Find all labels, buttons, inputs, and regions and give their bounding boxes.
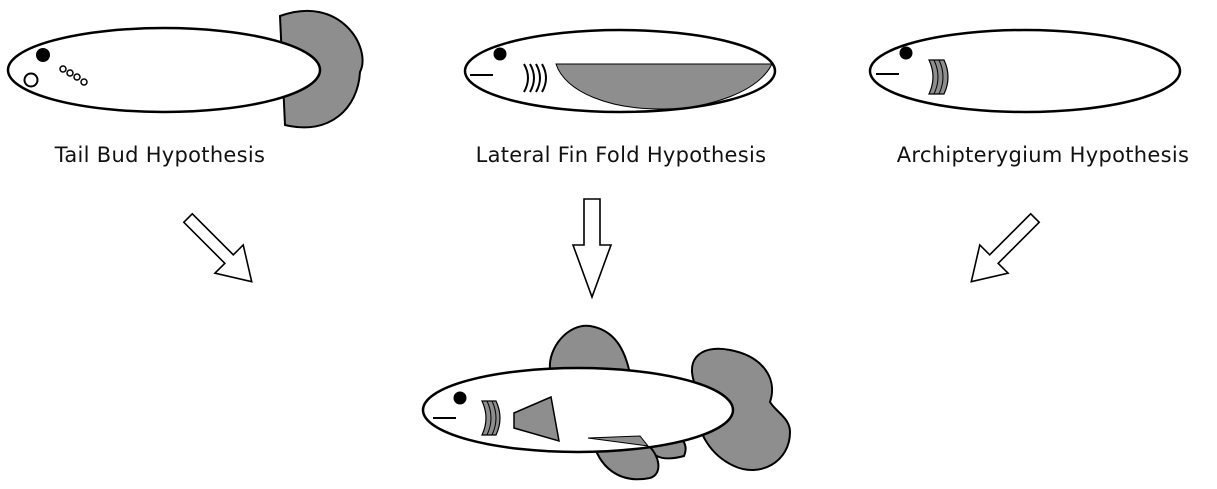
derived-fish xyxy=(423,326,790,479)
tail-bud-body xyxy=(8,28,320,112)
archipterygium-eye xyxy=(900,47,913,60)
archipterygium-body xyxy=(870,30,1180,112)
archipterygium-fish xyxy=(870,30,1180,112)
tail-bud-eye xyxy=(36,48,50,62)
tail-bud-open-circle xyxy=(25,74,38,87)
derived-dorsal-fin xyxy=(550,326,630,374)
tail-bud-label: Tail Bud Hypothesis xyxy=(54,143,266,167)
tail-bud-fish xyxy=(8,11,362,128)
lateral-fin-fold-eye xyxy=(494,48,507,61)
archipterygium-label: Archipterygium Hypothesis xyxy=(897,143,1189,167)
lateral-fin-fold-label: Lateral Fin Fold Hypothesis xyxy=(476,143,767,167)
diagonal-arrow-down-left-icon xyxy=(957,204,1049,296)
derived-fish-body xyxy=(423,368,733,452)
diagonal-arrow-down-right-icon xyxy=(174,204,266,296)
lateral-fin-fold-fish xyxy=(465,30,775,112)
arrow-down-icon xyxy=(573,199,611,297)
derived-fish-eye xyxy=(454,392,467,405)
